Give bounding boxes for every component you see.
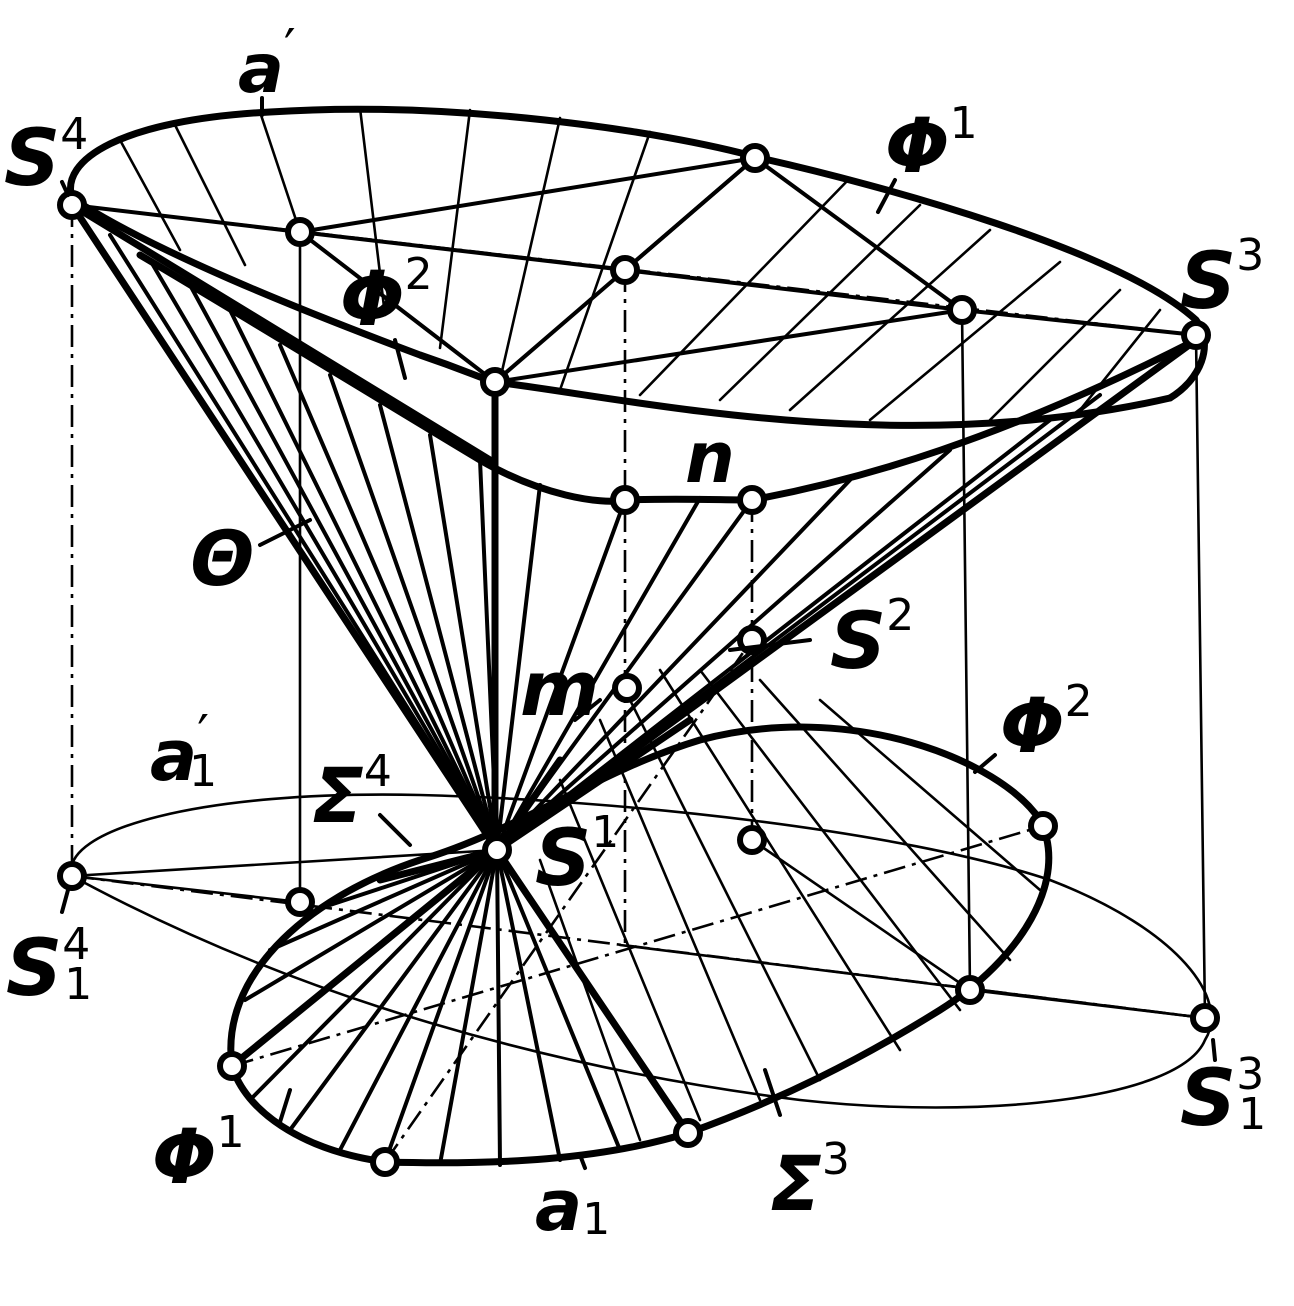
point-bottom-5 <box>217 1051 247 1081</box>
point-S1 <box>482 835 512 865</box>
point-bottom-4 <box>955 975 985 1005</box>
point-n-2 <box>737 485 767 515</box>
point-top-4 <box>947 295 977 325</box>
label-S2: S2 <box>830 590 914 687</box>
label-Phi2-right: Φ2 <box>1000 676 1093 770</box>
point-top-3 <box>610 255 640 285</box>
point-S4 <box>57 190 87 220</box>
label-a1-prime: a′1 <box>150 705 217 797</box>
point-top-5 <box>480 367 510 397</box>
label-theta: Θ <box>190 514 255 603</box>
point-bottom-7 <box>370 1147 400 1177</box>
cone-theta-generators <box>68 201 1200 854</box>
bottom-ellipse-a1-prime <box>70 793 1213 1109</box>
points <box>57 143 1220 1177</box>
point-S1-3 <box>1190 1003 1220 1033</box>
label-Phi1-bottom: Φ1 <box>152 1107 245 1201</box>
label-S4: S4 <box>4 109 88 204</box>
label-S1: S1 <box>535 807 619 904</box>
curve-n <box>136 251 1200 505</box>
point-bottom-1 <box>737 825 767 855</box>
label-m: m <box>520 644 599 733</box>
point-top-2 <box>740 143 770 173</box>
point-S1-4 <box>57 861 87 891</box>
label-Phi2-top: Φ2 <box>340 249 433 343</box>
bottom-ellipse-a1 <box>227 723 1053 1167</box>
point-bottom-3 <box>285 887 315 917</box>
point-top-1 <box>285 217 315 247</box>
top-ellipse-rulings <box>118 106 1162 422</box>
label-a1: a1 <box>535 1165 610 1247</box>
point-bottom-2 <box>1028 811 1058 841</box>
bottom-chords <box>70 639 1207 1163</box>
lower-nappe-generators <box>228 716 694 1167</box>
point-n-1 <box>610 485 640 515</box>
label-Sigma3: Σ3 <box>770 1134 850 1228</box>
lower-right-rulings <box>538 668 1042 1142</box>
point-bottom-6 <box>673 1118 703 1148</box>
point-S3 <box>1181 320 1211 350</box>
leaders <box>60 96 1217 1170</box>
projection-lines <box>70 205 1207 1020</box>
label-Phi1-top: Φ1 <box>885 98 978 190</box>
label-S3: S3 <box>1180 230 1264 327</box>
label-n: n <box>685 417 735 499</box>
label-Sigma4: Σ4 <box>312 746 392 840</box>
label-a-prime: a′ <box>238 19 296 109</box>
point-m <box>612 673 642 703</box>
